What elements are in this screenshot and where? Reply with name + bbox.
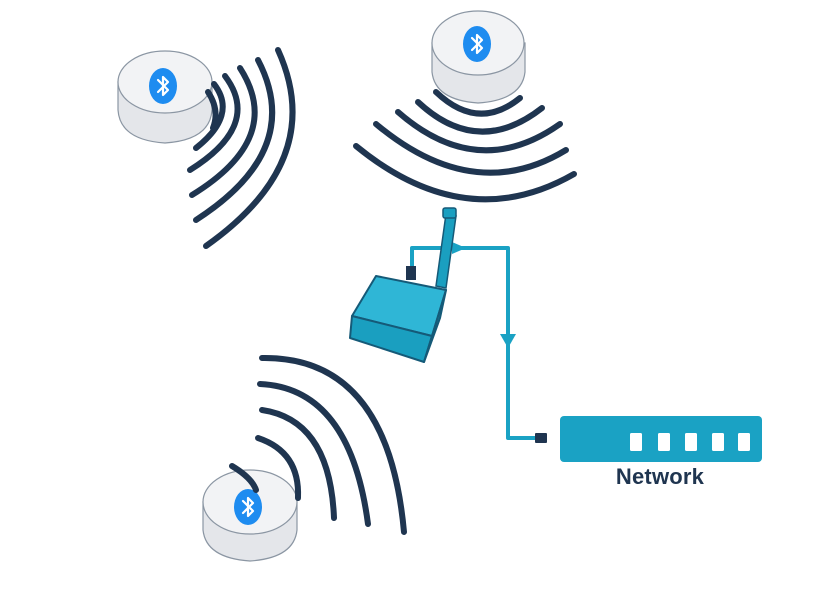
switch-port [658, 433, 670, 451]
beacon-top-left [117, 50, 213, 144]
bluetooth-icon [234, 489, 262, 525]
switch-port [738, 433, 750, 451]
arrow-right-icon [452, 242, 466, 254]
switch-port [685, 433, 697, 451]
cable-connector [535, 433, 547, 443]
switch-port [630, 433, 642, 451]
gateway-device-icon [349, 207, 457, 363]
signal-waves-top-center [353, 89, 577, 203]
beacon-bottom-left [202, 469, 298, 562]
network-switch-icon [560, 416, 762, 462]
bluetooth-icon [463, 26, 491, 62]
signal-waves-bottom-left [229, 354, 407, 535]
switch-port [712, 433, 724, 451]
signal-waves-top-left [187, 47, 296, 249]
arrow-down-icon [500, 334, 516, 348]
bluetooth-icon [149, 68, 177, 104]
network-cable [410, 246, 536, 440]
beacon-top-center [431, 10, 526, 104]
network-label: Network [615, 464, 705, 489]
